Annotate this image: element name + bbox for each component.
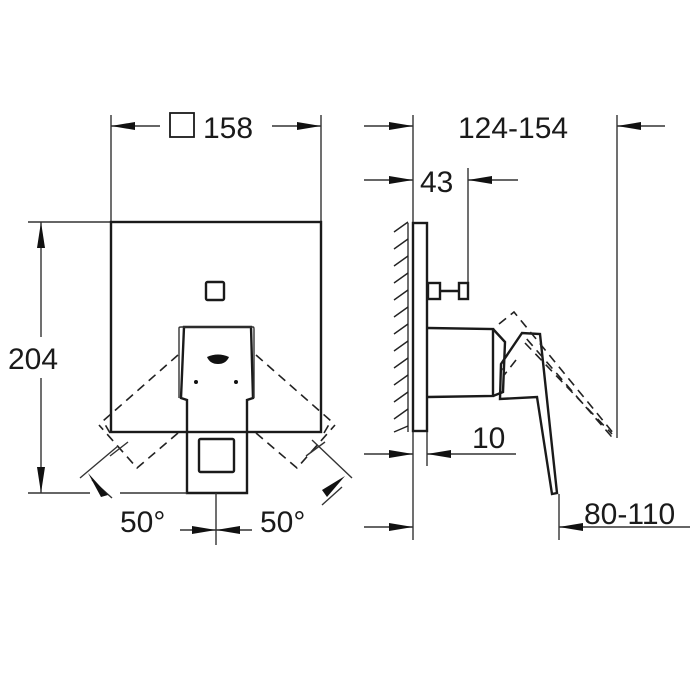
- knob-end: [457, 281, 470, 301]
- width-label: 158: [203, 112, 253, 145]
- knob-base: [426, 281, 442, 301]
- plate-side: [411, 221, 429, 433]
- handle-slot: [207, 354, 229, 364]
- knob-arrow-right-icon: [468, 176, 492, 184]
- lever-alt-position: [498, 310, 616, 438]
- arrow-left-icon: [111, 122, 135, 130]
- angle-left-label: 50°: [120, 506, 165, 539]
- lever-handle: [179, 325, 255, 495]
- rotated-handle-left: [98, 354, 179, 470]
- angle-arrow-right-icon: [322, 476, 345, 497]
- square-symbol-icon: [169, 112, 195, 138]
- handle-arrow-right-icon: [559, 523, 583, 531]
- plate-to-knob-label: 43: [420, 166, 453, 199]
- handle-square: [197, 437, 236, 474]
- lever-handle-outer: [178, 326, 255, 398]
- center-arrow-right-icon: [216, 526, 240, 534]
- handle-dot-left: [194, 380, 198, 384]
- side-view: 124-154 43: [364, 112, 690, 540]
- thickness-arrow-left-icon: [389, 450, 413, 458]
- arrow-up-icon: [37, 222, 45, 248]
- handle-projection-label: 80-110: [584, 498, 675, 531]
- center-arrow-left-icon: [192, 526, 216, 534]
- trim-plate: [109, 220, 323, 434]
- valve-taper: [492, 328, 507, 398]
- front-view: 158 204: [8, 112, 353, 545]
- valve-body: [427, 326, 495, 399]
- lever-side: [498, 331, 559, 496]
- handle-arrow-left-icon: [389, 523, 413, 531]
- width-dimension: 158: [110, 112, 322, 222]
- projection-arrow-right-icon: [617, 122, 641, 130]
- height-dimension: 204: [8, 221, 111, 494]
- rotated-handle-right: [255, 354, 336, 470]
- arrow-right-icon: [297, 122, 321, 130]
- arrow-down-icon: [37, 467, 45, 493]
- knob-arrow-left-icon: [389, 176, 413, 184]
- thickness-arrow-right-icon: [427, 450, 451, 458]
- projection-range-label: 124-154: [458, 112, 568, 145]
- handle-dot-right: [234, 380, 238, 384]
- angle-right-label: 50°: [260, 506, 305, 539]
- diverter-square: [204, 280, 226, 302]
- projection-arrow-left-icon: [389, 122, 413, 130]
- height-label: 204: [8, 343, 58, 376]
- angle-arrow-left-icon: [88, 473, 108, 497]
- wall-hatching: [393, 221, 409, 433]
- plate-thickness-label: 10: [472, 422, 505, 455]
